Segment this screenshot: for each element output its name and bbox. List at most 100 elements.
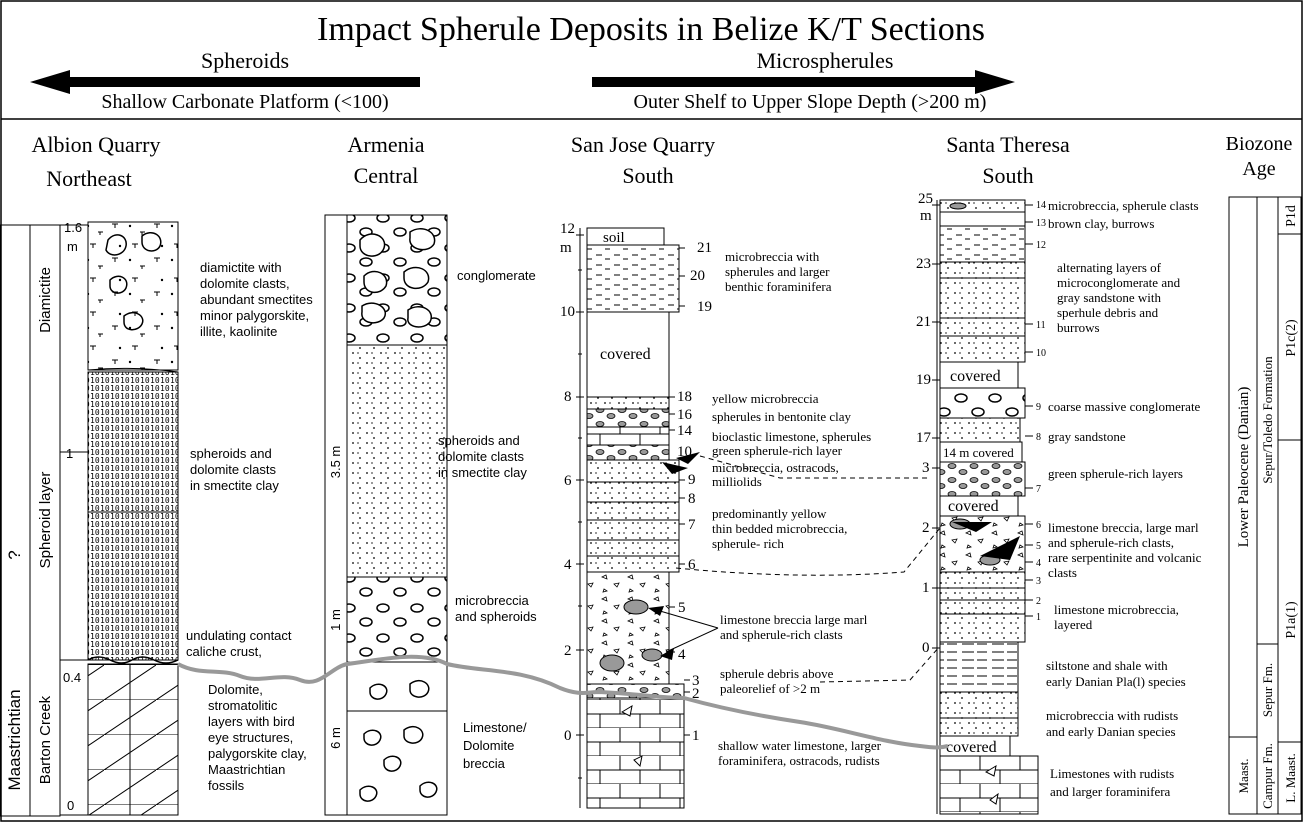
- albion-unit-maastrichtian: Maastrichtian: [5, 689, 24, 790]
- theresa-note-lsmicrobreccia: limestone microbreccia, layered: [1054, 602, 1182, 632]
- albion-title-2: Northeast: [46, 166, 132, 191]
- kt-boundary-line: [177, 654, 949, 750]
- sanjose-tick-4: 4: [564, 557, 572, 573]
- left-label: Spheroids: [201, 48, 289, 73]
- armenia-thickness-3.5m: 3.5 m: [328, 446, 343, 479]
- sanjose-tick-2: 2: [564, 643, 572, 659]
- theresa-bed-13: 13: [1036, 218, 1046, 229]
- theresa-covered-1: covered: [950, 368, 1001, 385]
- albion-note-contact: undulating contact caliche crust,: [186, 628, 295, 659]
- theresa-bed-10: 10: [1036, 348, 1046, 359]
- theresa-section: 25 m 23 21 19 17 3 2 1 0 covered 14 m co…: [916, 191, 1205, 815]
- sanjose-note-limestone: shallow water limestone, larger foramini…: [718, 738, 884, 768]
- theresa-note-green: green spherule-rich layers: [1048, 466, 1183, 481]
- sanjose-bed-2: 2: [692, 686, 700, 702]
- theresa-bed-1: 1: [1036, 612, 1041, 623]
- fm-sepur: Sepur Fm.: [1260, 663, 1275, 717]
- albion-tick-0.4: 0.4: [63, 670, 81, 685]
- age-maast: Maast.: [1236, 758, 1251, 793]
- armenia-note-spheroids: spheroids and dolomite clasts in smectit…: [438, 433, 528, 480]
- sanjose-bed-4: 4: [678, 647, 686, 663]
- theresa-bed-9: 9: [1036, 402, 1041, 413]
- fm-campur: Campur Fm.: [1260, 743, 1275, 809]
- theresa-note-breccia: limestone breccia, large marl and spheru…: [1048, 520, 1205, 580]
- theresa-note-limestones: Limestones with rudists and larger foram…: [1050, 766, 1177, 799]
- age-danian: Lower Paleocene (Danian): [1236, 387, 1252, 548]
- sanjose-bed-16: 16: [677, 407, 693, 423]
- biozone-title-1: Biozone: [1226, 133, 1293, 155]
- sanjose-bed-14: 14: [677, 423, 693, 439]
- albion-title-1: Albion Quarry: [32, 132, 161, 157]
- correlation-line-green: [699, 455, 930, 479]
- left-arrow: [30, 70, 420, 94]
- right-label: Microspherules: [757, 48, 894, 73]
- albion-unit-barton: Barton Creek: [37, 695, 54, 784]
- theresa-note-alternating: alternating layers of microconglomerate …: [1057, 260, 1183, 335]
- sanjose-note-ostracods: microbreccia, ostracods, milliolids: [712, 460, 842, 489]
- armenia-thickness-6m: 6 m: [328, 727, 343, 749]
- albion-tick-1.6: 1.6: [64, 220, 82, 235]
- sanjose-note-green: green spherule-rich layer: [712, 443, 843, 458]
- armenia-note-limestone: Limestone/ Dolomite breccia: [463, 720, 530, 771]
- theresa-tick-0: 0: [922, 640, 930, 656]
- sanjose-section: 12 m 10 8 6 4 2 0 soil covered 21 20 19 …: [560, 221, 884, 809]
- sanjose-tick-0: 0: [564, 728, 572, 744]
- sanjose-note-breccia: limestone breccia large marl and spherul…: [720, 612, 871, 642]
- armenia-thickness-1m: 1 m: [328, 609, 343, 631]
- zone-p1c2: P1c(2): [1284, 319, 1299, 357]
- sanjose-note-microbreccia: microbreccia with spherules and larger b…: [725, 249, 833, 294]
- theresa-tick-3: 3: [922, 460, 930, 476]
- sanjose-note-thinbedded: predominantly yellow thin bedded microbr…: [712, 506, 851, 551]
- theresa-note-siltstone: siltstone and shale with early Danian Pl…: [1046, 658, 1186, 689]
- sanjose-bed-21: 21: [697, 240, 712, 256]
- theresa-bed-8: 8: [1036, 432, 1041, 443]
- correlation-line-upper: [675, 527, 941, 576]
- theresa-note-microbreccia: microbreccia, spherule clasts: [1048, 198, 1199, 213]
- sanjose-title-2: South: [622, 163, 673, 188]
- left-sublabel: Shallow Carbonate Platform (<100): [101, 91, 388, 113]
- theresa-note-rudists: microbreccia with rudists and early Dani…: [1046, 708, 1181, 739]
- albion-tick-1: 1: [66, 446, 73, 461]
- sanjose-bed-6: 6: [688, 557, 696, 573]
- zone-p1d: P1d: [1284, 205, 1299, 227]
- sanjose-bed-9: 9: [688, 472, 696, 488]
- theresa-tick-1: 1: [922, 580, 930, 596]
- sanjose-bed-19: 19: [697, 299, 712, 315]
- albion-tick-unit: m: [67, 239, 78, 254]
- theresa-covered-2: covered: [948, 498, 999, 515]
- zone-lmaast: L. Maast.: [1283, 753, 1298, 802]
- biozone-column: Lower Paleocene (Danian) Maast. Sepur/To…: [1228, 196, 1302, 815]
- theresa-title-2: South: [982, 163, 1033, 188]
- right-arrow: [592, 70, 1015, 94]
- theresa-note-conglomerate: coarse massive conglomerate: [1048, 399, 1201, 414]
- albion-unit-diamictite: Diamictite: [37, 267, 54, 333]
- armenia-note-conglomerate: conglomerate: [457, 268, 536, 283]
- sanjose-tick-6: 6: [564, 473, 572, 489]
- sanjose-note-bentonite: spherules in bentonite clay: [712, 409, 851, 424]
- theresa-bed-3: 3: [1036, 576, 1041, 587]
- albion-unit-question: ?: [5, 550, 24, 559]
- albion-note-diamictite: diamictite with dolomite clasts, abundan…: [200, 260, 316, 339]
- sanjose-title-1: San Jose Quarry: [571, 132, 715, 157]
- theresa-tick-17: 17: [916, 430, 932, 446]
- sanjose-tick-8: 8: [564, 389, 572, 405]
- zone-p1a1: P1a(1): [1284, 601, 1299, 639]
- sanjose-note-debris: spherule debris above paleorelief of >2 …: [720, 666, 837, 696]
- theresa-bed-6: 6: [1036, 520, 1041, 531]
- sanjose-bed-7: 7: [688, 517, 696, 533]
- albion-note-spheroids: spheroids and dolomite clasts in smectit…: [190, 446, 280, 493]
- correlation-line-lower: [819, 645, 941, 683]
- sanjose-covered: covered: [600, 346, 651, 363]
- theresa-tick-23: 23: [916, 256, 931, 272]
- theresa-covered-14m: 14 m covered: [943, 445, 1014, 460]
- theresa-note-brownclay: brown clay, burrows: [1048, 216, 1154, 231]
- sanjose-bed-5: 5: [678, 600, 686, 616]
- armenia-title-1: Armenia: [348, 132, 425, 157]
- theresa-bed-4: 4: [1036, 558, 1041, 569]
- theresa-tick-19: 19: [916, 372, 931, 388]
- theresa-note-sandstone: gray sandstone: [1048, 429, 1126, 444]
- theresa-tick-unit: m: [920, 208, 932, 224]
- sanjose-soil: soil: [603, 230, 625, 246]
- fm-sepur-toledo: Sepur/Toledo Formation: [1260, 356, 1275, 484]
